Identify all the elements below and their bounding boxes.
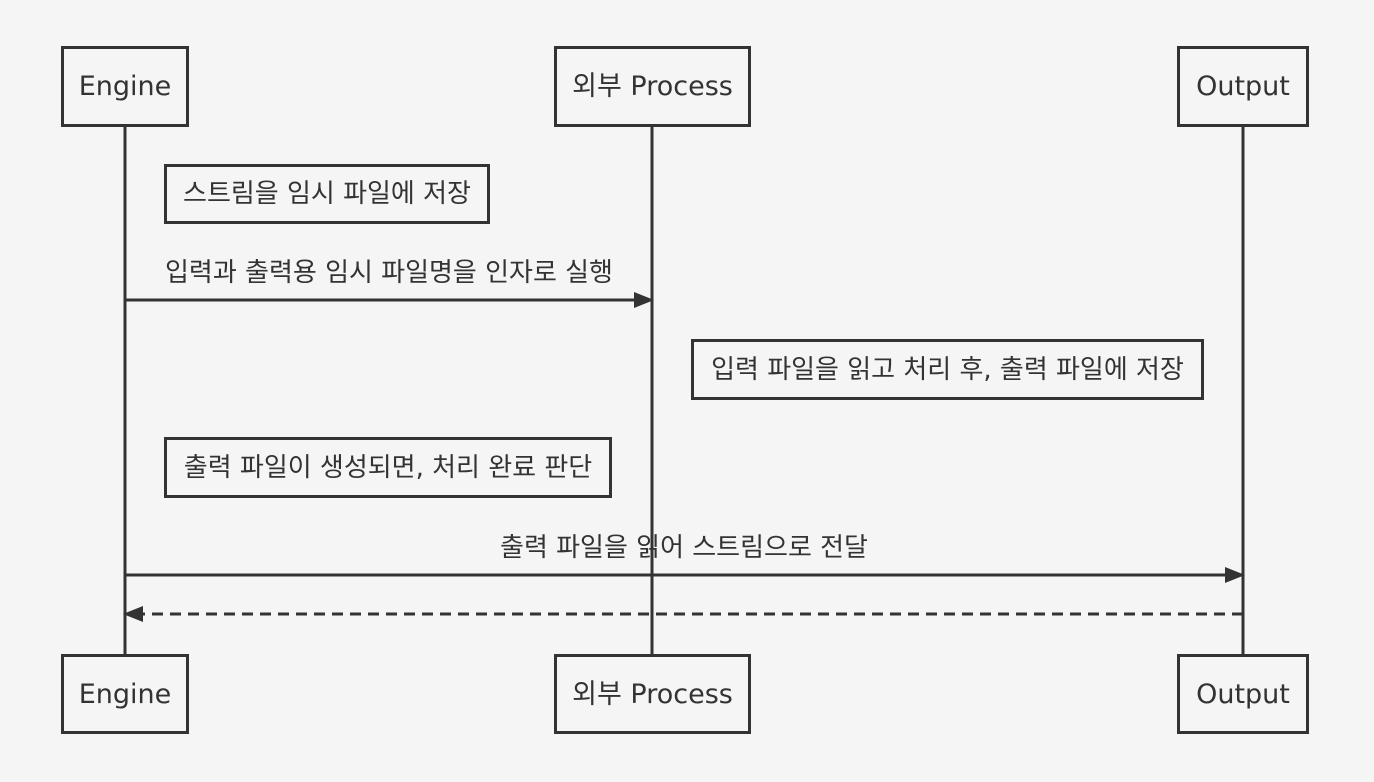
participant-process-bottom: 외부 Process bbox=[554, 654, 751, 734]
participant-process-top: 외부 Process bbox=[554, 46, 751, 127]
participant-engine-top: Engine bbox=[61, 46, 189, 127]
participant-engine-bottom: Engine bbox=[61, 654, 189, 734]
note-process-work: 입력 파일을 읽고 처리 후, 출력 파일에 저장 bbox=[691, 339, 1204, 400]
message-deliver-stream: 출력 파일을 읽어 스트림으로 전달 bbox=[500, 533, 868, 563]
participant-output-bottom: Output bbox=[1177, 654, 1309, 734]
participant-output-top: Output bbox=[1177, 46, 1309, 127]
note-store-temp: 스트림을 임시 파일에 저장 bbox=[164, 164, 490, 224]
note-completion: 출력 파일이 생성되면, 처리 완료 판단 bbox=[164, 437, 612, 498]
message-run-process: 입력과 출력용 임시 파일명을 인자로 실행 bbox=[165, 258, 613, 288]
